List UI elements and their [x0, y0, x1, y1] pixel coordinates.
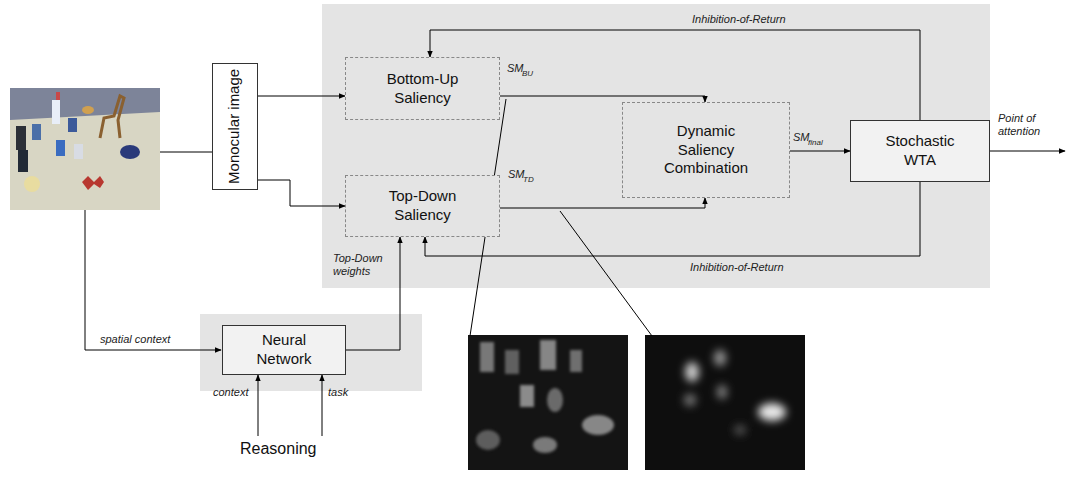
photo-table: [10, 112, 160, 210]
map-blob: [758, 403, 786, 421]
photo-object: [18, 150, 28, 172]
top-down-map: [645, 335, 805, 470]
node-text: Neural Network: [234, 331, 334, 369]
node-text: Top-Down Saliency: [368, 187, 478, 225]
task-arrow: [322, 375, 323, 436]
map-background: [645, 335, 805, 470]
network-box: Neural Network: [222, 325, 346, 375]
output-arrow: [990, 151, 1065, 152]
photo-object: [32, 124, 41, 140]
source-label: Reasoning: [240, 439, 317, 458]
map-blob: [476, 430, 500, 450]
map-blob: [533, 437, 557, 453]
photo-object: [16, 126, 26, 150]
map-background: [468, 335, 628, 470]
network-panel: [200, 314, 422, 391]
scene-photo: [10, 88, 160, 210]
input-box: Monocular image: [212, 63, 258, 190]
photo-car: [120, 145, 140, 159]
subscript: TD: [523, 175, 534, 185]
map-blob: [717, 385, 727, 399]
flow-arrow: [258, 96, 345, 97]
photo-object: [56, 140, 65, 156]
map-blob: [714, 350, 726, 366]
flow-arrow: [258, 180, 345, 206]
output-label: Point of attention: [998, 112, 1060, 138]
photo-object: [74, 144, 83, 159]
map-blob: [540, 340, 556, 370]
photo-object: [68, 118, 77, 132]
node-text: Bottom-Up Saliency: [368, 70, 478, 108]
saliency-map-name: SM: [508, 168, 525, 181]
map-blob: [685, 362, 699, 382]
map-blob: [547, 388, 563, 412]
system-panel: [322, 4, 990, 288]
photo-object: [82, 176, 104, 190]
process-box: Stochastic WTA: [850, 120, 990, 182]
flow-arrow: [790, 151, 850, 152]
map-blob: [480, 342, 494, 372]
subscript: final: [808, 138, 823, 148]
edge-label: Top-Down weights: [333, 252, 385, 278]
process-box: Top-Down Saliency: [345, 175, 500, 237]
photo-cup: [24, 176, 40, 192]
saliency-map-name: SM: [793, 131, 810, 144]
input-label: context: [213, 386, 248, 399]
edge-label: Inhibition-of-Return: [692, 13, 786, 26]
photo-object: [56, 92, 60, 100]
process-box: Dynamic Saliency Combination: [622, 102, 790, 198]
node-text: Monocular image: [226, 69, 245, 184]
photo-giraffe: [100, 96, 124, 138]
input-line: [160, 152, 212, 153]
photo-object: [82, 106, 94, 114]
node-text: Dynamic Saliency Combination: [651, 122, 761, 178]
photo-background: [10, 88, 160, 210]
context-arrow: [258, 375, 259, 436]
map-blob: [684, 394, 696, 406]
map-blob: [582, 415, 614, 435]
map-blob: [520, 385, 534, 407]
flow-arrow: [500, 198, 705, 208]
subscript: BU: [522, 69, 533, 79]
map-blob: [570, 350, 582, 372]
input-label: task: [328, 386, 348, 399]
map-blob: [734, 425, 746, 435]
edge-label: Inhibition-of-Return: [690, 261, 784, 274]
bottom-up-map: [468, 335, 628, 470]
process-box: Bottom-Up Saliency: [345, 57, 500, 120]
saliency-map-name: SM: [507, 62, 524, 75]
leader-line: [560, 211, 652, 336]
map-blob: [505, 350, 519, 374]
spatial-context-arrow: [85, 210, 221, 350]
input-label: spatial context: [100, 333, 170, 346]
photo-object: [52, 100, 60, 124]
node-text: Stochastic WTA: [870, 132, 970, 170]
